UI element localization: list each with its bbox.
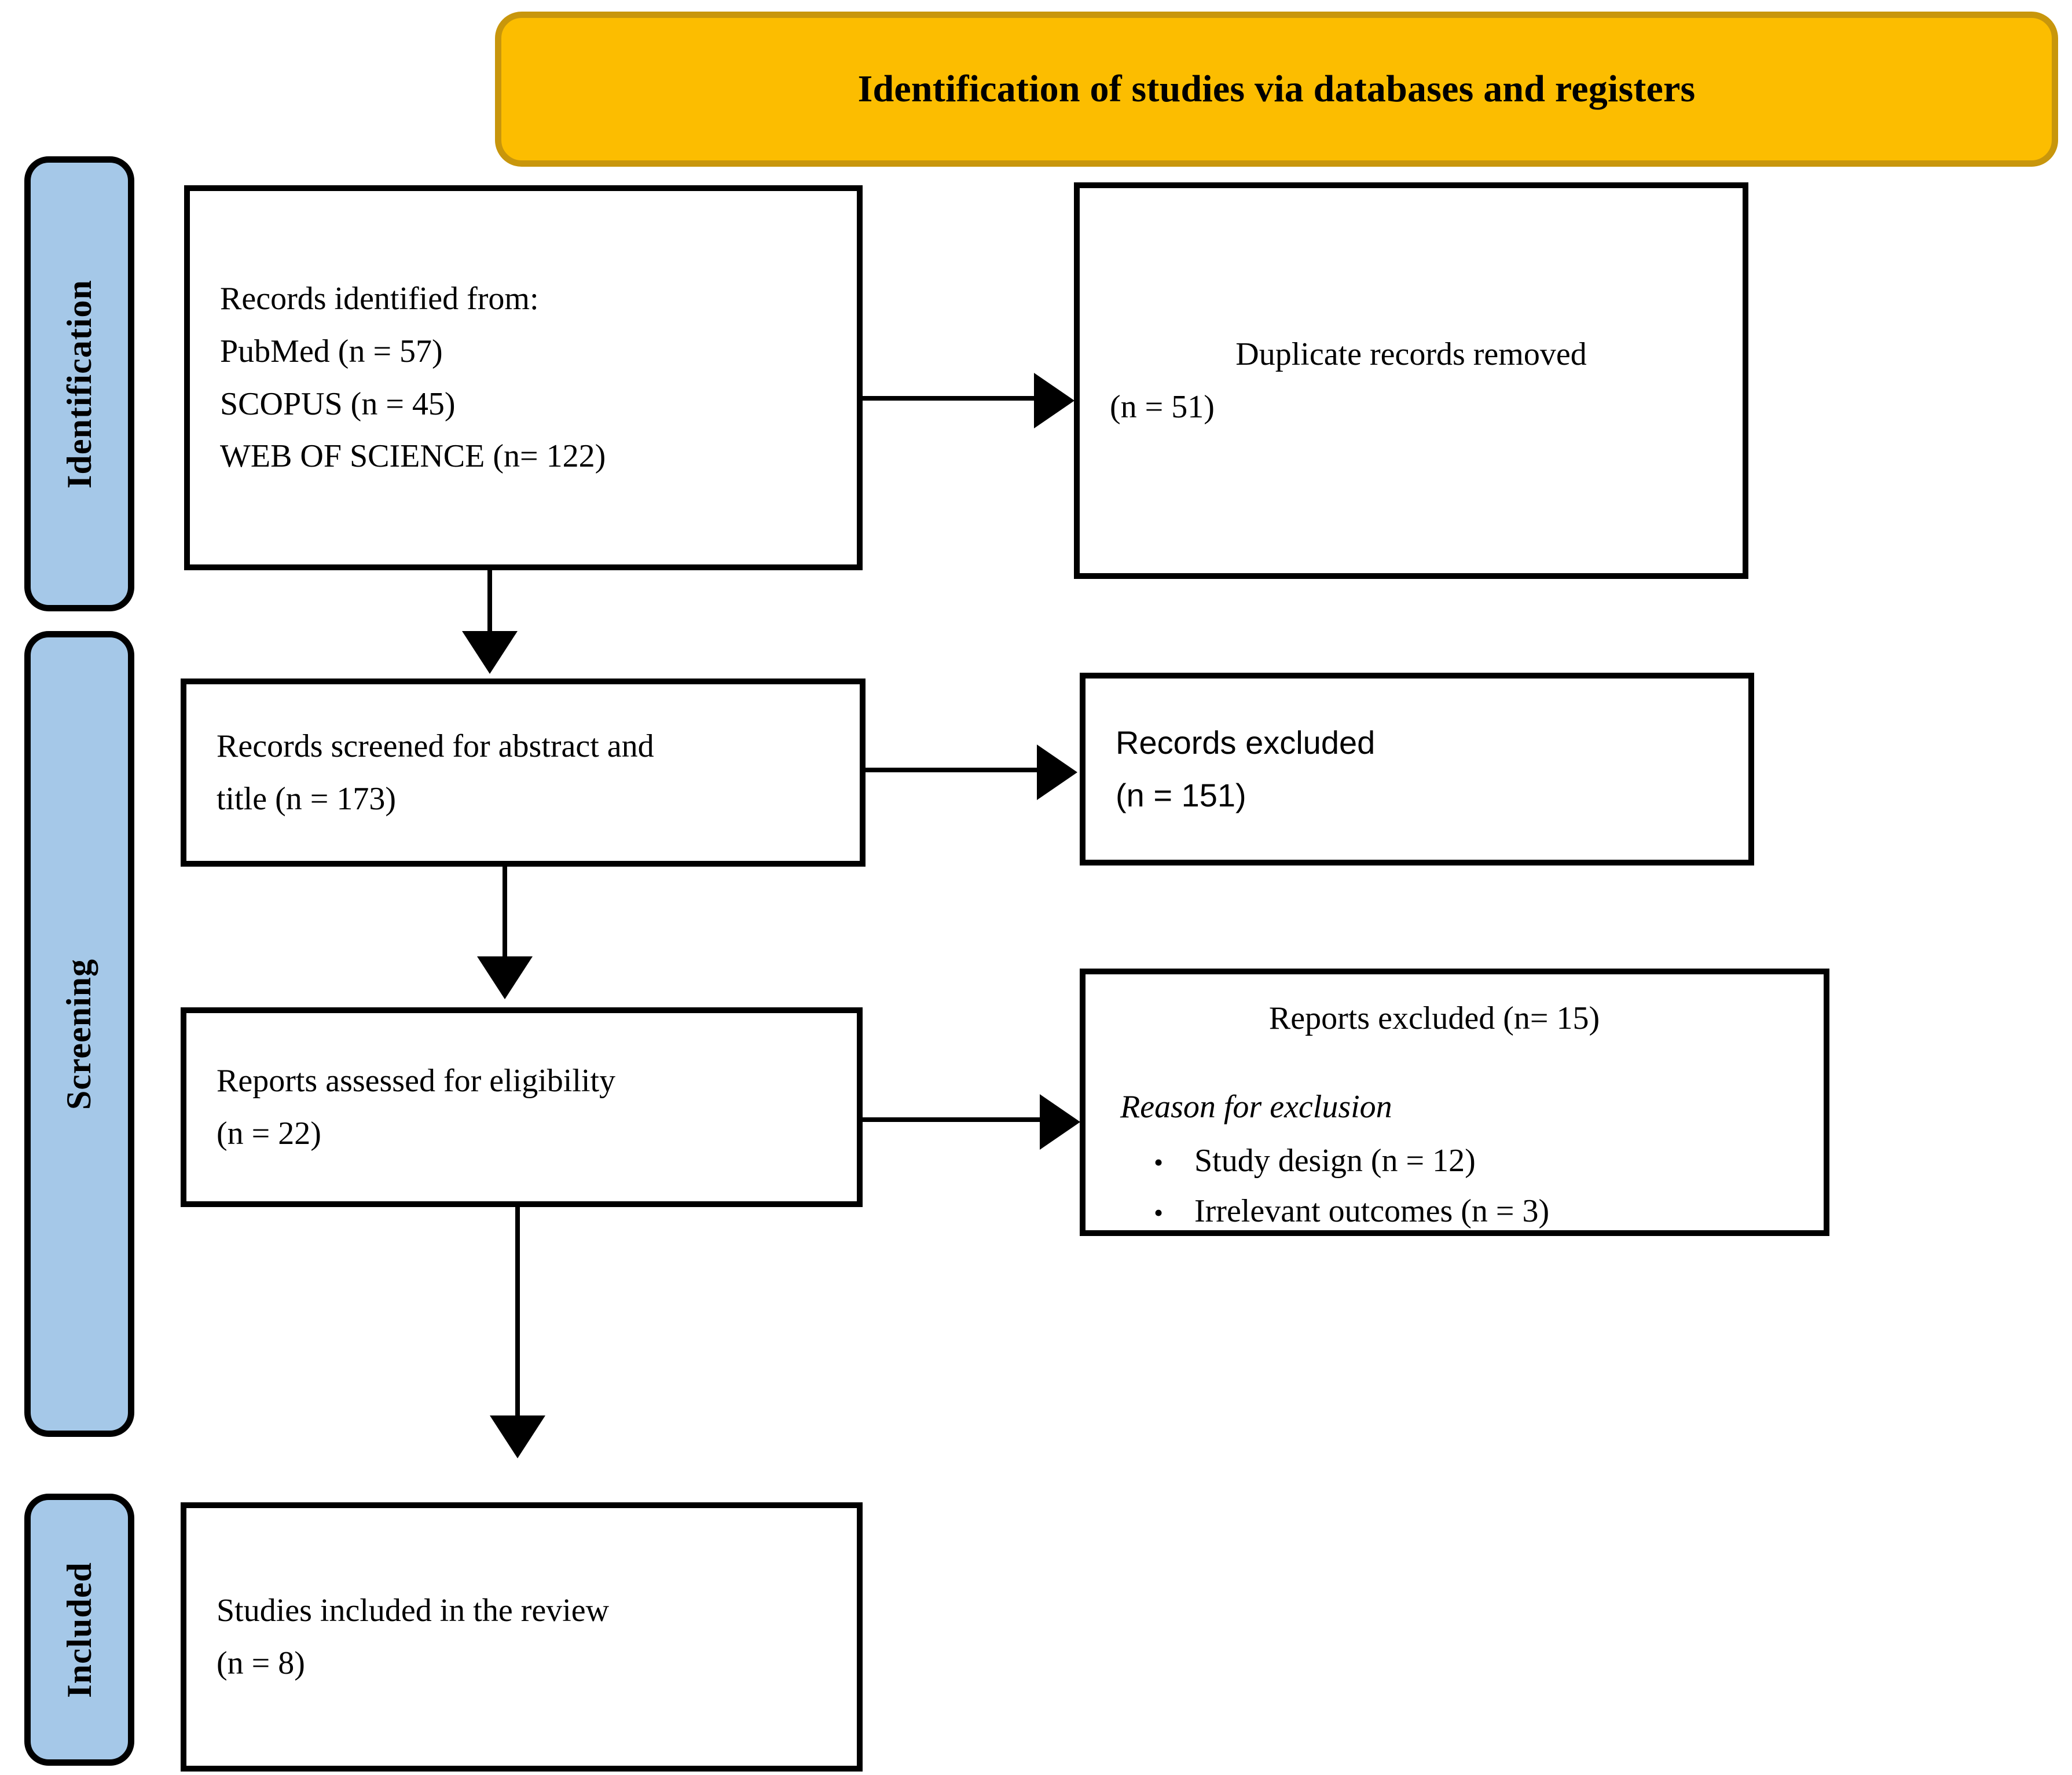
box-records-identified: Records identified from: PubMed (n = 57)… <box>184 185 863 570</box>
records-excluded-line-2: (n = 151) <box>1116 776 1246 813</box>
stage-label-identification: Identification <box>24 156 134 611</box>
studies-included-line-1: Studies included in the review <box>217 1592 610 1629</box>
box-duplicate-records-removed: Duplicate records removed (n = 51) <box>1074 182 1748 579</box>
duplicates-removed-line-2: (n = 51) <box>1110 388 1215 425</box>
records-excluded-line-1: Records excluded <box>1116 724 1376 761</box>
reports-excluded-heading: Reports excluded (n= 15) <box>1268 1000 1600 1036</box>
bullet-icon: • <box>1154 1147 1164 1177</box>
reports-excluded-reason-list: • Study design (n = 12) • Irrelevant out… <box>1085 1136 1824 1237</box>
stage-label-included: Included <box>24 1494 134 1766</box>
records-identified-line-2: PubMed (n = 57) <box>220 333 443 369</box>
stage-label-screening-text: Screening <box>60 958 98 1110</box>
arrow-right-icon <box>1040 1094 1080 1150</box>
reason-text: Study design (n = 12) <box>1194 1142 1476 1179</box>
box-studies-included: Studies included in the review (n = 8) <box>181 1502 863 1772</box>
reports-assessed-line-1: Reports assessed for eligibility <box>217 1062 616 1099</box>
connector-screened-to-assessed-line <box>503 867 507 962</box>
box-reports-excluded: Reports excluded (n= 15) Reason for excl… <box>1080 969 1829 1236</box>
records-identified-line-3: SCOPUS (n = 45) <box>220 386 456 422</box>
stage-label-included-text: Included <box>60 1561 98 1698</box>
arrow-right-icon <box>1034 373 1074 428</box>
banner-identification-header: Identification of studies via databases … <box>495 12 2058 167</box>
connector-screened-to-excluded-line <box>866 768 1039 772</box>
records-identified-line-4: WEB OF SCIENCE (n= 122) <box>220 438 606 475</box>
list-item: • Irrelevant outcomes (n = 3) <box>1085 1186 1824 1237</box>
reports-assessed-line-2: (n = 22) <box>217 1115 321 1151</box>
connector-assessed-to-reports-excluded-line <box>863 1117 1042 1122</box>
stage-label-screening: Screening <box>24 631 134 1437</box>
box-records-screened: Records screened for abstract and title … <box>181 679 866 867</box>
reason-text: Irrelevant outcomes (n = 3) <box>1194 1193 1550 1229</box>
box-reports-assessed: Reports assessed for eligibility (n = 22… <box>181 1007 863 1207</box>
bullet-icon: • <box>1154 1197 1164 1227</box>
records-identified-line-1: Records identified from: <box>220 281 539 317</box>
arrow-down-icon <box>462 631 518 674</box>
arrow-right-icon <box>1037 745 1077 800</box>
records-screened-line-1: Records screened for abstract and <box>217 728 654 764</box>
box-records-excluded: Records excluded (n = 151) <box>1080 673 1754 866</box>
connector-identified-to-screened-line <box>487 570 492 635</box>
banner-title: Identification of studies via databases … <box>857 67 1696 110</box>
stage-label-identification-text: Identification <box>60 279 98 489</box>
arrow-down-icon <box>490 1415 545 1458</box>
duplicates-removed-line-1: Duplicate records removed <box>1235 336 1587 372</box>
records-screened-line-2: title (n = 173) <box>217 780 396 817</box>
reports-excluded-reason-label: Reason for exclusion <box>1120 1088 1392 1125</box>
connector-identified-to-duplicates-line <box>863 396 1036 401</box>
studies-included-line-2: (n = 8) <box>217 1645 305 1681</box>
list-item: • Study design (n = 12) <box>1085 1136 1824 1186</box>
arrow-down-icon <box>477 956 533 999</box>
connector-assessed-to-included-line <box>515 1207 520 1421</box>
